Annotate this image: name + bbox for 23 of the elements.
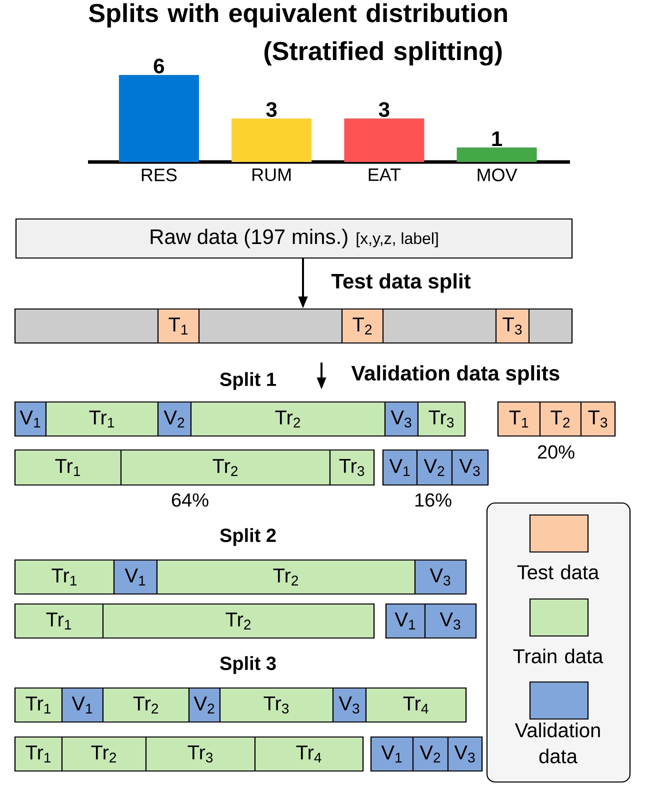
legend-label: Train data — [513, 648, 604, 664]
split-heading: Split 2 — [220, 528, 276, 546]
edge-label: Validation data splits — [351, 365, 560, 385]
split-heading: Split 1 — [220, 372, 276, 390]
data-label: 3 — [378, 102, 390, 117]
data-label: 6 — [154, 58, 164, 74]
data-label: 3 — [266, 102, 277, 117]
split-heading: Split 3 — [220, 656, 276, 674]
percentage-label: 64% — [172, 493, 208, 507]
data-label: 1 — [492, 132, 502, 146]
data-segment: T$_{1}$ — [157, 308, 200, 344]
data-segment: T$_{3}$ — [495, 308, 530, 344]
percentage-label: 20% — [538, 445, 574, 459]
x-tick-label: RUM — [252, 168, 291, 182]
raw-data-box: Raw data (197 mins.) [x,y,z, label] — [15, 218, 573, 259]
legend-label: Validation data — [514, 722, 600, 764]
data-segment: T$_{2}$ — [341, 308, 384, 344]
x-tick-label: MOV — [478, 168, 518, 182]
legend-label: Test data — [517, 564, 600, 580]
percentage-label: 16% — [415, 493, 452, 507]
x-tick-label: EAT — [368, 168, 401, 181]
edge-label: Test data split — [331, 273, 471, 293]
x-tick-label: RES — [142, 168, 177, 182]
